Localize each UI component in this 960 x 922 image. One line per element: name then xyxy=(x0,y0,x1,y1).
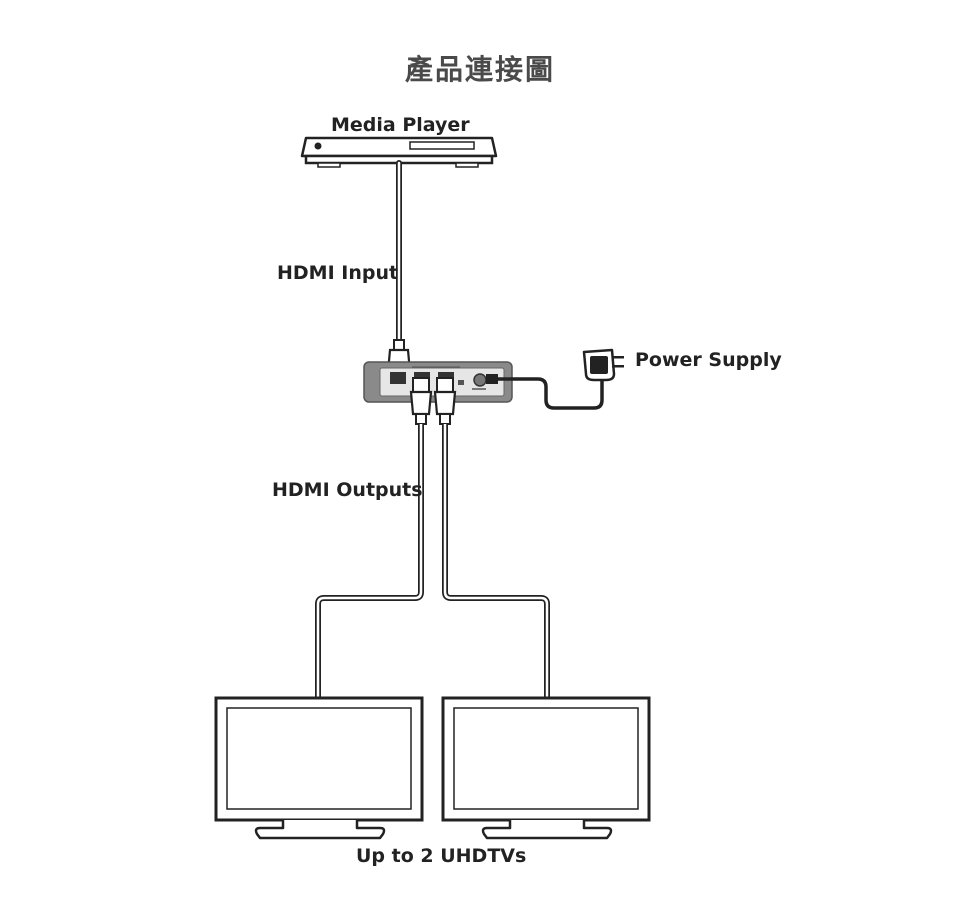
power-cable xyxy=(486,374,604,410)
tv-right-icon xyxy=(441,696,651,840)
media-player-icon xyxy=(300,136,498,168)
hdmi-output-cable-right xyxy=(442,424,550,700)
hdmi-input-label: HDMI Input xyxy=(277,262,399,284)
displays-label: Up to 2 UHDTVs xyxy=(356,845,527,867)
tv-left-icon xyxy=(214,696,424,840)
media-player-label: Media Player xyxy=(331,114,470,136)
power-supply-label: Power Supply xyxy=(635,349,782,371)
hdmi-output-connectors xyxy=(409,377,457,425)
hdmi-outputs-label: HDMI Outputs xyxy=(272,479,423,501)
hdmi-output-cable-left xyxy=(315,424,424,700)
diagram-title: 產品連接圖 xyxy=(404,53,555,86)
power-adapter-icon xyxy=(582,348,624,382)
